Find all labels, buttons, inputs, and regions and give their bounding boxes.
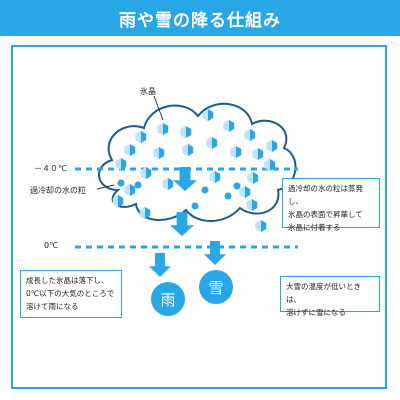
supercooled-pointer [96,184,115,190]
note-line: 0℃以下の大気のところで [26,289,115,298]
ice-crystal-icon [266,140,278,152]
ice-crystal-icon [140,167,152,179]
ice-crystal-pointer [153,95,164,121]
note-line: 過冷却の水の粒は蒸発し、 [288,184,363,206]
ice-crystal-icon [139,207,151,219]
snow-bubble: 雪 [199,270,233,304]
ice-crystal-icon [202,109,214,121]
page-title: 雨や雪の降る仕組み [0,0,400,36]
ice-crystal-icon [115,158,127,170]
ice-crystal-icon [157,123,169,135]
ice-crystal-icon [124,144,136,156]
ice-crystal-icon [112,195,124,207]
down-arrow-icon [173,167,197,191]
note-line: 氷晶に付着する [288,223,341,232]
ice-crystal-icon [230,146,242,158]
diagram-frame [11,45,387,389]
ice-crystal-icon [153,147,165,159]
ice-crystal-icon [180,126,192,138]
zero-label: 0℃ [44,241,59,250]
minus40-label: －４０℃ [34,164,67,173]
supercooled-label: 過冷却の水の粒 [30,186,86,195]
water-droplet-group [117,179,241,210]
ice-crystal-icon [252,148,264,160]
ice-crystal-icon [246,199,258,211]
note-line: 成長した氷晶は落下し、 [26,276,109,285]
down-arrow-icon [149,253,171,277]
water-droplet-icon [233,182,241,190]
water-droplet-icon [117,179,125,187]
water-droplet-icon [191,202,199,210]
ice-crystal-icon [239,186,251,198]
ice-crystal-icon [244,129,256,141]
ice-crystal-icon [255,220,267,232]
water-droplet-icon [224,192,232,200]
ice-crystal-icon [135,131,147,143]
ice-crystal-icon [247,172,259,184]
note-line: 氷晶の表面で昇華して [288,210,363,219]
ice-crystal-icon [182,144,194,156]
note-line: 溶けて雨になる [26,302,79,311]
note-sublimation: 過冷却の水の粒は蒸発し、 氷晶の表面で昇華して 氷晶に付着する [282,178,380,232]
arrow-group [149,167,226,277]
rain-bubble: 雨 [151,282,185,316]
ice-crystal-label: 氷晶 [140,87,156,96]
water-droplet-icon [201,186,209,194]
note-rain: 成長した氷晶は落下し、 0℃以下の大気のところで 溶けて雨になる [20,270,122,318]
ice-crystal-icon [206,137,218,149]
ice-crystal-icon [209,171,221,183]
note-line: 大雪の温度が低いときは、 [286,282,361,304]
down-arrow-icon [204,241,226,265]
note-line: 溶けずに雪になる [286,308,346,317]
ice-crystal-icon [223,120,235,132]
ice-crystal-icon [124,184,136,196]
ice-crystal-icon [264,159,276,171]
note-snow: 大雪の温度が低いときは、 溶けずに雪になる [280,276,380,317]
water-droplet-icon [134,181,142,189]
ice-crystal-icon [162,178,174,190]
ice-crystal-group [112,109,278,232]
down-arrow-icon [170,212,194,236]
